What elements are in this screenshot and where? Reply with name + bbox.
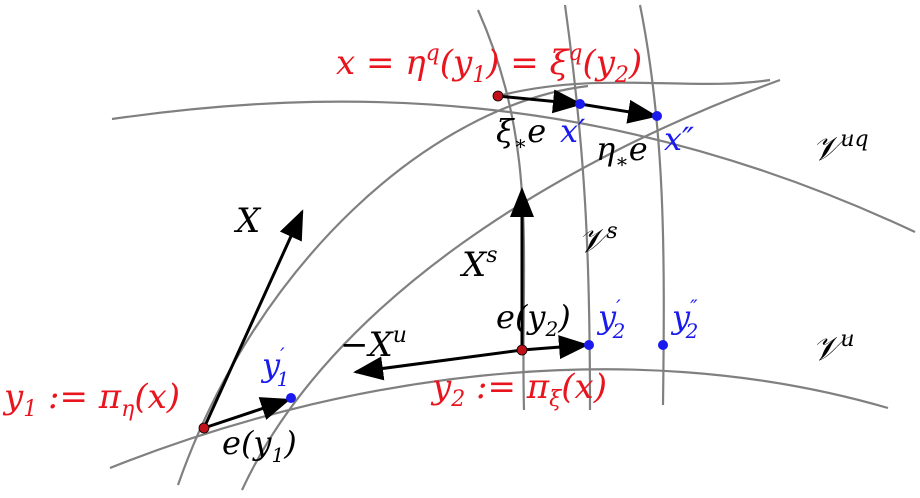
curve-upper-right-branch	[497, 78, 771, 98]
vector-e-y2	[521, 335, 589, 360]
label-neg-X-u: −Xu	[340, 323, 407, 365]
label-y2-prime: y′2	[596, 295, 625, 343]
curve-vu	[109, 368, 889, 470]
point-y1	[198, 422, 210, 434]
label-X: X	[233, 201, 262, 241]
label-xi-e: ξ∗e	[496, 112, 546, 155]
label-X-s: Xs	[459, 243, 498, 285]
label-V-u: 𝒱u	[812, 327, 855, 369]
label-V-uq: 𝒱uq	[812, 127, 869, 169]
label-x-equation: x = ηq(y1) = ξq(y2)	[336, 41, 642, 88]
label-eta-e: η∗e	[596, 130, 648, 173]
point-y2-prime	[584, 340, 594, 350]
vector-X	[202, 209, 304, 429]
label-e-y2: e(y2)	[496, 298, 571, 341]
vector-xi-e	[497, 89, 583, 114]
vector-eta-e	[579, 99, 658, 124]
label-y2-definition: y2 := πξ(x)	[430, 367, 607, 412]
label-y2-dprime: y″2	[670, 295, 698, 343]
point-y1-prime	[286, 393, 296, 403]
label-y1-prime: y′1	[260, 343, 289, 391]
label-x-dprime: x″	[664, 120, 694, 158]
point-x	[492, 90, 504, 102]
label-e-y1: e(y1)	[222, 424, 297, 467]
label-y1-definition: y1 := πη(x)	[2, 377, 180, 422]
curve-big-left	[176, 84, 589, 486]
point-y2	[516, 344, 528, 356]
label-V-s: 𝒱s	[578, 219, 618, 261]
label-x-prime: x′	[560, 112, 586, 150]
point-y2-dprime	[658, 340, 668, 350]
curve-vuq	[111, 100, 916, 233]
point-x-prime	[575, 99, 585, 109]
point-x-dprime	[652, 111, 662, 121]
vector-neg-Xu	[353, 348, 523, 381]
vector-e-y1	[203, 397, 291, 430]
